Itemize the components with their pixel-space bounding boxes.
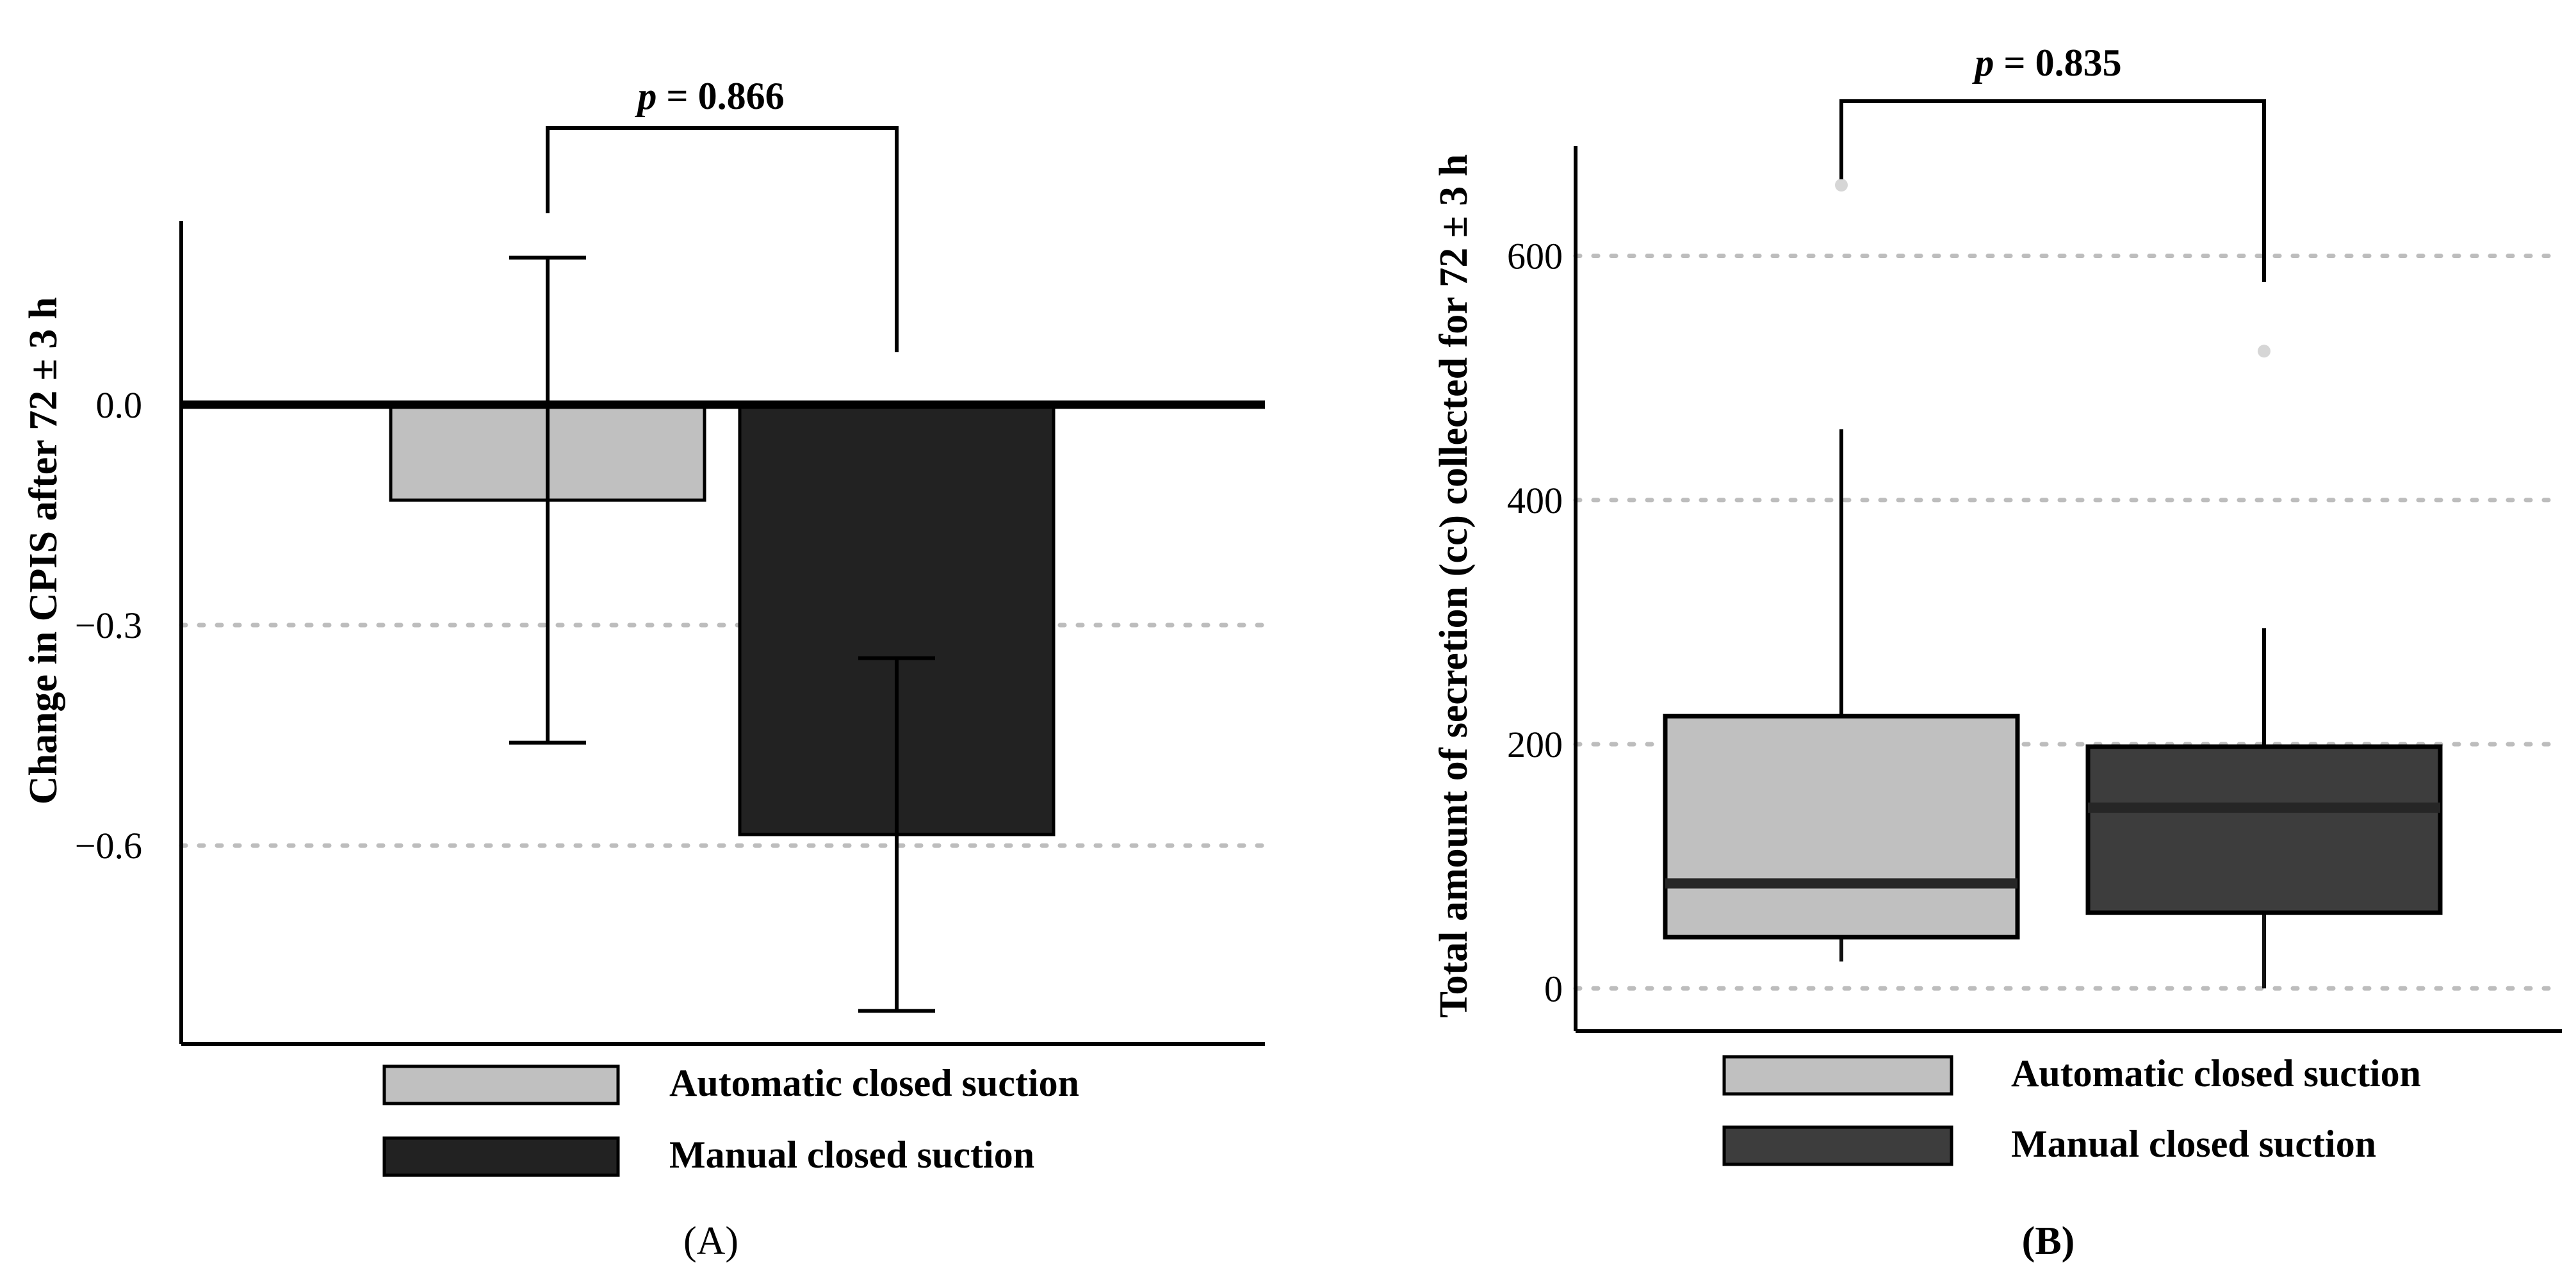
panel-a-bar-chart: 0.0 −0.3 −0.6 p = 0.866 Change in CPIS aft… [22, 75, 1268, 1263]
panel-b-box-plot: 0 200 400 600 p = 0.835 Total amount of sec… [1432, 42, 2564, 1263]
legend-swatch-0 [382, 1064, 620, 1105]
legend-swatch-0 [1722, 1055, 1953, 1096]
panel-b-y-tick-labels: 0 200 400 600 [1507, 236, 1563, 1010]
legend-label-1: Manual closed suction [2011, 1123, 2376, 1165]
legend-swatch-1 [1722, 1125, 1953, 1166]
panel-b-label: (B) [2022, 1219, 2075, 1263]
panel-b-boxes [1663, 178, 2443, 989]
panel-a-significance-bracket [546, 126, 899, 352]
panel-b-y-tick-1: 200 [1507, 724, 1563, 765]
panel-b-y-tick-2: 400 [1507, 480, 1563, 521]
legend-swatch-1 [382, 1136, 620, 1177]
panel-a-y-tick-labels: 0.0 −0.3 −0.6 [75, 384, 142, 867]
panel-a-p-value: p = 0.866 [634, 75, 784, 117]
panel-a-gridlines [179, 623, 1268, 848]
panel-a-label: (A) [683, 1219, 738, 1263]
panel-b-significance-bracket [1839, 99, 2266, 282]
legend-label-1: Manual closed suction [669, 1134, 1034, 1176]
panel-b-box-1 [2085, 744, 2443, 915]
legend-label-0: Automatic closed suction [669, 1062, 1079, 1104]
panel-b-box-0 [1663, 713, 2020, 940]
legend-label-0: Automatic closed suction [2011, 1052, 2421, 1095]
panel-a-bars [389, 403, 1056, 836]
panel-b-y-axis-label: Total amount of secretion (cc) collected… [1432, 154, 1476, 1018]
panel-a-y-tick-1: −0.3 [75, 605, 142, 646]
panel-a-y-axis-label: Change in CPIS after 72 ± 3 h [22, 297, 65, 804]
panel-a-y-tick-2: −0.6 [75, 825, 142, 867]
panel-b-outlier-1-0 [2258, 345, 2270, 358]
panel-b-p-value: p = 0.835 [1971, 42, 2121, 84]
panel-b-y-tick-0: 0 [1544, 968, 1563, 1009]
panel-a-y-tick-0: 0.0 [96, 384, 143, 426]
panel-a-error-bars [509, 256, 935, 1013]
panel-b-y-tick-3: 600 [1507, 236, 1563, 277]
panel-b-outlier-0-0 [1835, 178, 1848, 191]
